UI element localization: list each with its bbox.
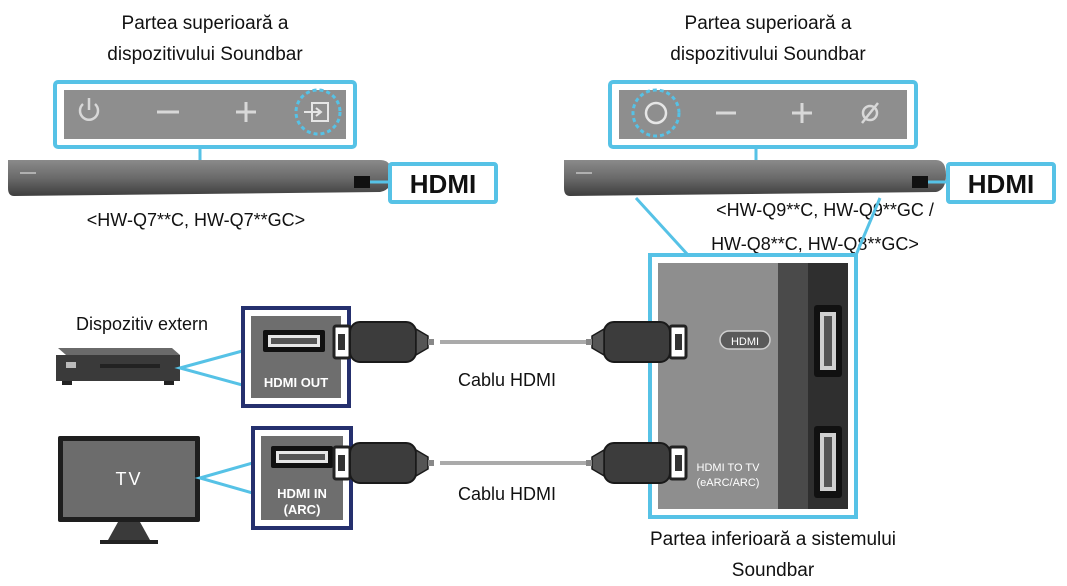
- tv-icon: [58, 436, 200, 544]
- left-model-label: <HW-Q7**C, HW-Q7**GC>: [87, 210, 305, 230]
- left-top-caption-line2: dispozitivului Soundbar: [107, 44, 303, 65]
- left-hdmi-port-marker: [354, 176, 370, 188]
- plus-icon: [792, 103, 812, 123]
- left-hdmi-callout: [388, 162, 498, 204]
- bottom-caption-line1: Partea inferioară a sistemului: [650, 529, 896, 550]
- bottom-port-bottom-label-line1: HDMI TO TV: [697, 462, 761, 474]
- hdmi-cable-bottom: [332, 441, 688, 485]
- external-device-label: Dispozitiv extern: [76, 314, 208, 334]
- tv-hdmi-in-port-icon: [271, 446, 333, 468]
- source-icon: [304, 102, 329, 122]
- left-top-panel: [64, 90, 346, 139]
- bottom-panel-pointer-right: [854, 197, 882, 256]
- left-soundbar-unit: Partea superioară a dispozitivului Sound…: [8, 13, 498, 230]
- right-highlight-ring: [631, 88, 681, 138]
- right-top-caption-line1: Partea superioară a: [685, 13, 852, 34]
- external-port-label: HDMI OUT: [264, 375, 328, 390]
- right-hdmi-callout: [946, 162, 1056, 204]
- circle-button-icon: [644, 101, 668, 125]
- tv-port-label-line1: HDMI IN: [277, 486, 327, 501]
- cable-top-label: Cablu HDMI: [458, 370, 556, 390]
- bottom-caption-line2: Soundbar: [732, 560, 815, 581]
- right-model-label-line2: HW-Q8**C, HW-Q8**GC>: [711, 234, 919, 254]
- external-hdmi-out-port-icon: [263, 330, 325, 352]
- right-hdmi-label: HDMI: [968, 169, 1034, 199]
- left-top-panel-callout: [53, 80, 357, 149]
- right-model-label-line1: <HW-Q9**C, HW-Q9**GC /: [716, 200, 934, 220]
- tv-port-label-line2: (ARC): [284, 502, 321, 517]
- bottom-panel-pointer-left: [634, 196, 690, 257]
- hdmi-cable-top: [332, 320, 688, 364]
- plus-icon: [236, 102, 256, 122]
- cable-bottom-label: Cablu HDMI: [458, 484, 556, 504]
- soundbar-bottom-panel: HDMI HDMI TO TV (eARC/ARC): [648, 253, 858, 519]
- right-soundbar-unit: Partea superioară a dispozitivului Sound…: [564, 13, 1056, 254]
- tv-label: TV: [115, 469, 142, 489]
- right-top-caption-line2: dispozitivului Soundbar: [670, 44, 866, 65]
- power-icon: [78, 98, 100, 121]
- left-top-caption-line1: Partea superioară a: [122, 13, 289, 34]
- left-hdmi-label: HDMI: [410, 169, 476, 199]
- right-top-panel-callout: [608, 80, 918, 149]
- left-soundbar-body: [8, 160, 392, 196]
- bottom-hdmi-port-top: [814, 305, 842, 377]
- right-hdmi-port-marker: [912, 176, 928, 188]
- bottom-hdmi-port-bottom: [814, 426, 842, 498]
- bottom-port-bottom-label-line2: (eARC/ARC): [697, 477, 760, 489]
- bottom-port-top-label: HDMI: [731, 336, 759, 348]
- left-highlight-ring: [294, 88, 342, 136]
- mic-off-icon: [861, 102, 879, 124]
- right-soundbar-body: [564, 160, 946, 196]
- external-device-box: [56, 348, 180, 385]
